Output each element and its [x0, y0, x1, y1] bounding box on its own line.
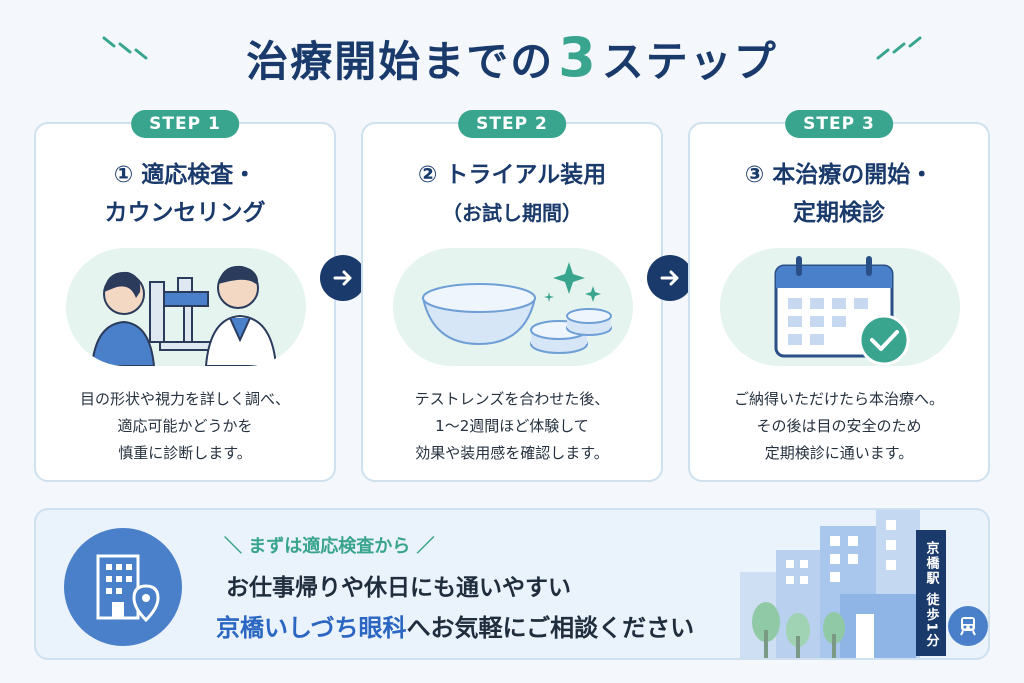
step-pill: STEP 3: [785, 110, 893, 138]
step-description: ご納得いただけたら本治療へ。 その後は目の安全のため 定期検診に通います。: [690, 386, 988, 467]
header: 治療開始までの 3 ステップ: [0, 22, 1024, 92]
step-illustration: [393, 248, 633, 366]
step-title-line1: ③ 本治療の開始・: [744, 162, 934, 188]
step-description-line: 定期検診に通います。: [764, 444, 914, 462]
step-description-line: テストレンズを合わせた後、: [414, 390, 610, 408]
decor-dashes-right-icon: [876, 36, 922, 60]
calendar-check-icon: [774, 256, 910, 366]
step-description: テストレンズを合わせた後、 1〜2週間ほど体験して 効果や装用感を確認します。: [363, 386, 661, 467]
step-illustration: [720, 248, 960, 366]
step-title-line1: ② トライアル装用: [417, 162, 607, 188]
station-sign: 京橋駅 徒歩1分: [916, 530, 946, 656]
step-title: ③ 本治療の開始・ 定期検診: [690, 156, 988, 232]
title-text-suffix: ステップ: [601, 36, 778, 86]
title-text: 治療開始までの: [246, 36, 555, 86]
step-pill: STEP 1: [131, 110, 239, 138]
decor-dashes-left-icon: [102, 36, 148, 60]
step-card-2: STEP 2 ② トライアル装用 （お試し期間） テストレンズを合わせた後、 1…: [361, 110, 663, 482]
step-description-line: その後は目の安全のため: [756, 417, 922, 435]
step-illustration: [66, 248, 306, 366]
step-description-line: 目の形状や視力を詳しく調べ、: [79, 390, 290, 408]
step-description-line: 適応可能かどうかを: [117, 417, 253, 435]
step-description-line: 慎重に診断します。: [118, 444, 252, 462]
city-buildings-icon: [740, 510, 920, 658]
step-title-line2: （お試し期間）: [442, 201, 582, 225]
arrow-right-icon: [320, 255, 366, 301]
step-card-1: STEP 1 ① 適応検査・ カウンセリング 目の形状や視力を詳しく調べ、 適応…: [34, 110, 336, 482]
step-title-line1: ① 適応検査・: [113, 162, 257, 188]
eye-exam-icon: [90, 265, 278, 366]
arrow-right-icon: [647, 255, 693, 301]
step-description-line: ご納得いただけたら本治療へ。: [733, 390, 944, 408]
cta-tagline: ＼ まずは適応検査から ／: [224, 536, 435, 557]
step-description-line: 効果や装用感を確認します。: [415, 444, 609, 462]
step-description-line: 1〜2週間ほど体験して: [435, 417, 589, 435]
cta-message-line2: 京橋いしづち眼科へお気軽にご相談ください: [216, 608, 694, 643]
contact-lens-icon: [421, 262, 612, 354]
step-description: 目の形状や視力を詳しく調べ、 適応可能かどうかを 慎重に診断します。: [36, 386, 334, 467]
cta-banner: ＼ まずは適応検査から ／ お仕事帰りや休日にも通いやすい 京橋いしづち眼科へお…: [34, 508, 990, 660]
step-title: ① 適応検査・ カウンセリング: [36, 156, 334, 232]
cta-message-line1: お仕事帰りや休日にも通いやすい: [226, 575, 571, 601]
clinic-name: 京橋いしづち眼科: [216, 614, 407, 642]
step-title: ② トライアル装用 （お試し期間）: [363, 156, 661, 232]
train-icon: [948, 606, 988, 646]
step-pill: STEP 2: [458, 110, 566, 138]
page-title: 治療開始までの 3 ステップ: [246, 26, 778, 89]
title-number: 3: [558, 25, 598, 89]
clinic-building-icon: [64, 528, 182, 646]
step-card-3: STEP 3 ③ 本治療の開始・ 定期検診 ご納得いただけたら本治療へ。 その後…: [688, 110, 990, 482]
step-title-line2: 定期検診: [793, 200, 885, 226]
step-title-line2: カウンセリング: [104, 200, 266, 226]
cta-message-line2-rest: へお気軽にご相談ください: [406, 614, 695, 642]
